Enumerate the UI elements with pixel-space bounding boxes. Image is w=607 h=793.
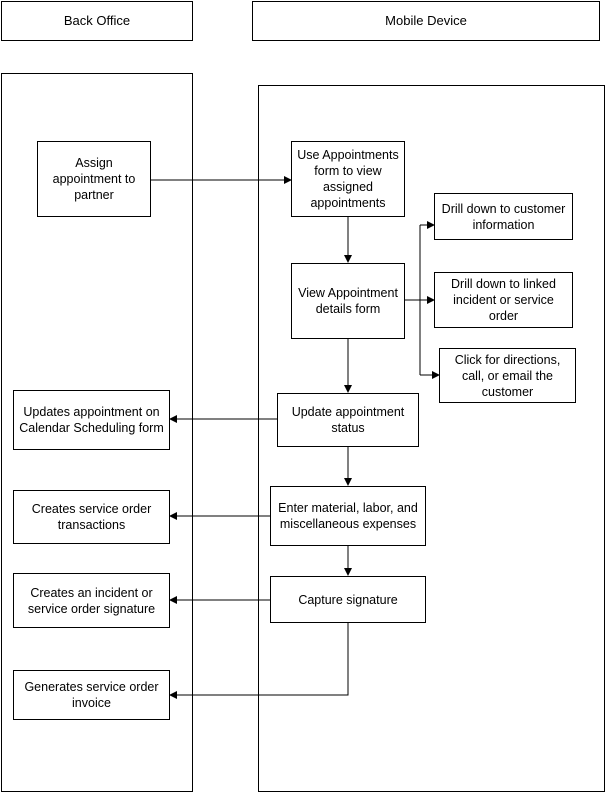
- creates-signature-step: Creates an incident or service order sig…: [13, 573, 170, 628]
- use-appointments-form-step: Use Appointments form to view assigned a…: [291, 141, 405, 217]
- update-appointment-status-step: Update appointment status: [277, 393, 419, 447]
- drill-customer-step: Drill down to customer information: [434, 193, 573, 240]
- click-directions-step: Click for directions, call, or email the…: [439, 348, 576, 403]
- generates-invoice-step: Generates service order invoice: [13, 670, 170, 720]
- creates-transactions-step: Creates service order transactions: [13, 490, 170, 544]
- mobile-device-lane-header: Mobile Device: [252, 1, 600, 41]
- capture-signature-step: Capture signature: [270, 576, 426, 623]
- assign-appointment-step: Assign appointment to partner: [37, 141, 151, 217]
- updates-calendar-step: Updates appointment on Calendar Scheduli…: [13, 390, 170, 450]
- back-office-lane-header: Back Office: [1, 1, 193, 41]
- enter-expenses-step: Enter material, labor, and miscellaneous…: [270, 486, 426, 546]
- drill-incident-step: Drill down to linked incident or service…: [434, 272, 573, 328]
- arrow-signature-to-invoice: [169, 623, 349, 699]
- view-appointment-details-step: View Appointment details form: [291, 263, 405, 339]
